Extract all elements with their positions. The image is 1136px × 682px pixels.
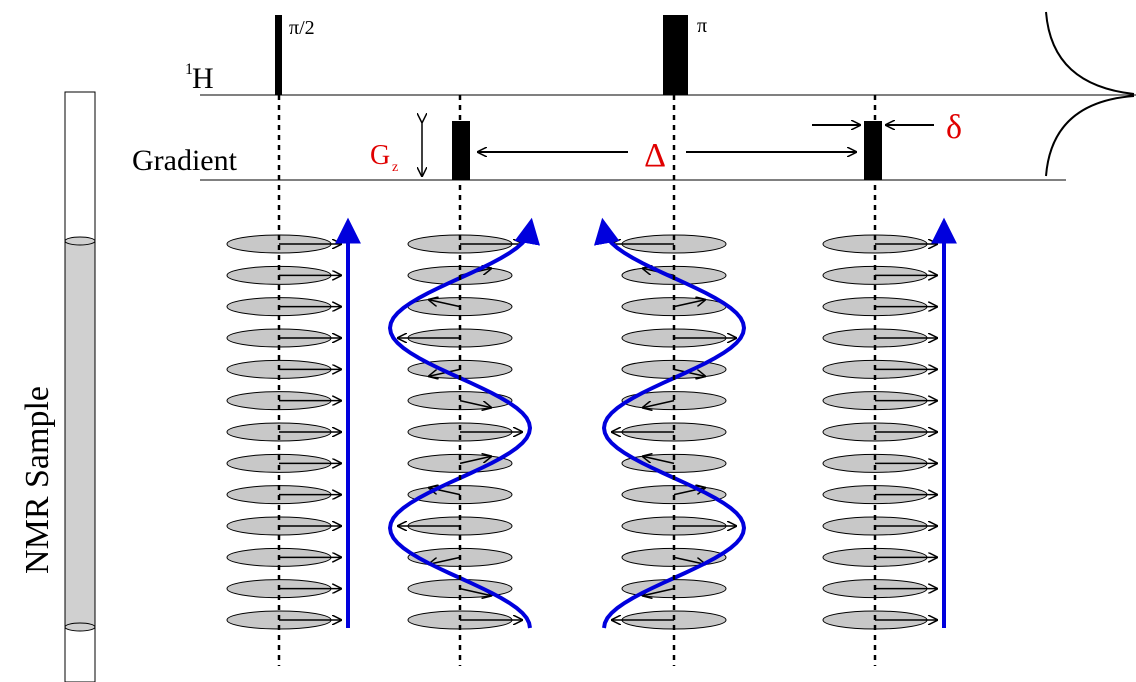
gradient-pulse-2 <box>864 121 882 180</box>
timing-guides <box>277 95 877 666</box>
spin-vector <box>643 587 675 596</box>
pulse-90 <box>275 15 282 95</box>
gz-subscript: z <box>392 160 398 175</box>
gz-label: G <box>370 140 390 171</box>
column-after-second-gradient <box>822 217 957 630</box>
magnetization-columns <box>226 217 957 630</box>
spin-vector <box>459 456 491 465</box>
gz-label-main: G <box>370 140 390 171</box>
small-delta-label: δ <box>946 109 962 146</box>
spin-vector <box>429 556 461 564</box>
pulse-180-label: π <box>697 15 707 37</box>
net-magnetization-trace <box>593 217 747 629</box>
nmr-sample-tube <box>64 91 96 682</box>
big-delta-label: Δ <box>644 137 666 174</box>
spin-vector <box>673 556 705 564</box>
spin-vector <box>643 456 675 465</box>
pulse-90-label: π/2 <box>289 17 315 39</box>
spin-vector <box>673 300 705 308</box>
h-channel-label: H <box>192 62 214 95</box>
column-after-90-pulse <box>226 217 361 630</box>
spin-vector <box>459 587 491 596</box>
spin-vector <box>643 399 675 408</box>
fid-lower-branch <box>1045 95 1135 177</box>
fid-upper-branch <box>1045 11 1135 95</box>
spin-vector <box>429 300 461 308</box>
gradient-pulse-1 <box>452 121 470 180</box>
nmr-sample-label: NMR Sample <box>19 386 56 574</box>
h-channel-superscript: 1 <box>185 61 193 78</box>
pulse-180 <box>663 15 688 95</box>
net-magnetization-trace <box>387 217 541 629</box>
spin-vector <box>459 399 491 408</box>
gradient-label: Gradient <box>132 144 238 177</box>
